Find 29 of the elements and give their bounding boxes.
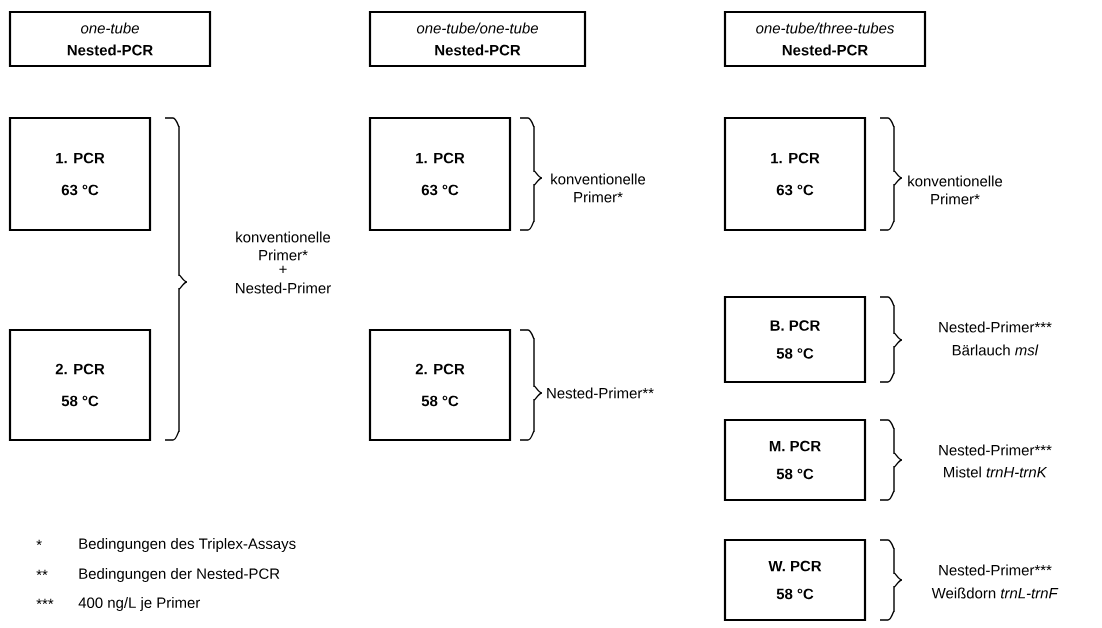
footnote-text: Bedingungen der Nested-PCR (79, 568, 280, 582)
primer-label: konventionelle Primer* (236, 231, 331, 261)
primer-label: Weißdorn trnL-trnF (931, 587, 1059, 599)
footnote-mark: *** (36, 598, 54, 605)
footnote-text: 400 ng/L je Primer (78, 597, 201, 611)
pcr-step-box: 2. PCR 58 °C (8, 328, 152, 442)
primer-label: Bärlauch msl (952, 344, 1039, 356)
footnote-mark: ** (36, 569, 48, 576)
primer-label: konventionelle Primer* (908, 175, 1003, 205)
pcr-step-box: 2. PCR 58 °C (368, 328, 512, 442)
primer-label: Mistel trnH-trnK (944, 466, 1048, 478)
title-box: one-tube/one-tube Nested-PCR (368, 10, 587, 68)
title-box: one-tube/three-tubes Nested-PCR (723, 10, 927, 68)
primer-label: Nested-Primer*** (939, 564, 1052, 576)
primer-label: + (279, 265, 287, 273)
pcr-step-box: W. PCR 58 °C (723, 538, 867, 622)
primer-label: Nested-Primer*** (939, 444, 1052, 456)
primer-label: konventionelle Primer* (551, 173, 646, 203)
primer-label: Nested-Primer** (547, 387, 654, 399)
pcr-step-box: 1. PCR 63 °C (368, 116, 512, 232)
footnote-mark: * (36, 539, 42, 546)
pcr-step-box: M. PCR 58 °C (723, 418, 867, 502)
primer-label: Nested-Primer*** (939, 321, 1052, 333)
title-box: one-tube Nested-PCR (8, 10, 212, 68)
pcr-step-box: 1. PCR 63 °C (723, 116, 867, 232)
pcr-step-box: 1. PCR 63 °C (8, 116, 152, 232)
pcr-step-box: B. PCR 58 °C (723, 295, 867, 384)
footnote-text: Bedingungen des Triplex-Assays (79, 538, 296, 552)
primer-label: Nested-Primer (236, 282, 331, 294)
